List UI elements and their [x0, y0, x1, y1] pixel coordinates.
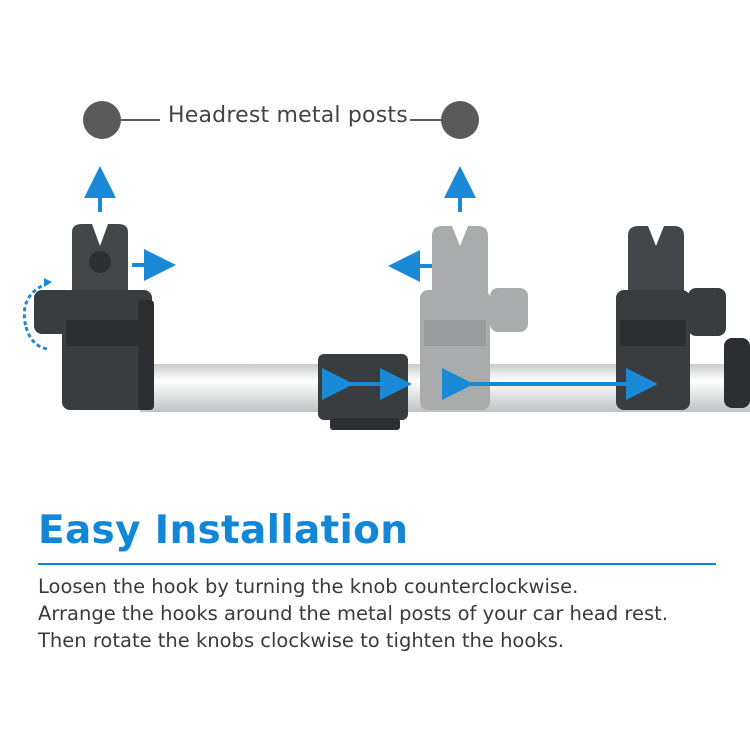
instructions: Loosen the hook by turning the knob coun…	[38, 573, 738, 654]
hook-middle-faded-icon	[420, 226, 528, 410]
headrest-post-left-icon	[83, 101, 160, 139]
instruction-line: Loosen the hook by turning the knob coun…	[38, 575, 579, 598]
headrest-post-right-icon	[410, 101, 479, 139]
headrest-mount-diagram	[22, 101, 750, 430]
instruction-line: Then rotate the knobs clockwise to tight…	[38, 629, 564, 652]
title-divider	[38, 563, 716, 565]
rotate-knob-arrow-icon	[22, 278, 52, 351]
headrest-posts-label: Headrest metal posts	[168, 103, 408, 128]
section-title: Easy Installation	[38, 508, 409, 553]
slider-clamp-icon	[318, 354, 408, 430]
hook-left-icon	[34, 224, 154, 410]
instruction-line: Arrange the hooks around the metal posts…	[38, 602, 669, 625]
